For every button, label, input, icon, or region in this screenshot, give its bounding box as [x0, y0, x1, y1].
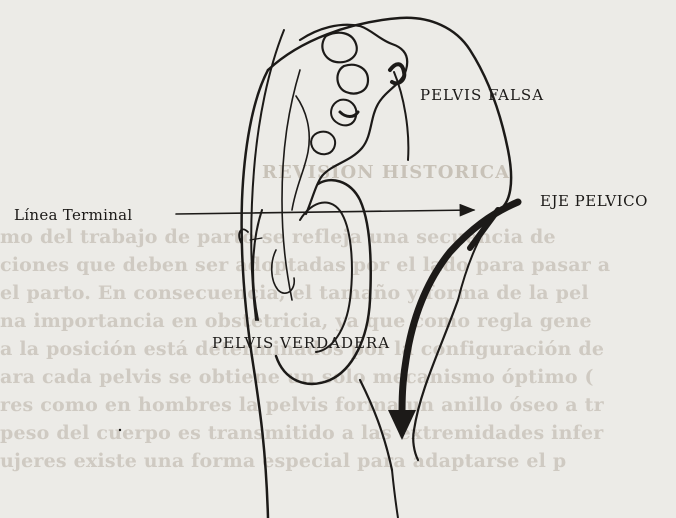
sacrum [300, 25, 407, 214]
eje-pelvico-label: EJE PELVICO [540, 192, 648, 210]
spine-mark [340, 112, 358, 117]
small-loop [239, 229, 248, 244]
inner-coil [272, 250, 295, 293]
bottom-tail [392, 470, 398, 518]
linea-terminal-arrow [176, 210, 474, 214]
pelvic-floor-curve [360, 380, 392, 470]
birth-canal-outer [276, 180, 371, 384]
pelvis-verdadera-label: PELVIS VERDADERA [212, 334, 390, 352]
eje-pelvico-arrow [402, 202, 518, 416]
vertebra-1 [322, 33, 356, 63]
vertebra-2 [337, 65, 368, 94]
inner-posterior-line [251, 30, 284, 320]
bottom-sweep [413, 300, 458, 460]
inner-line-2 [282, 70, 300, 300]
vertebra-3 [331, 100, 356, 126]
speck [119, 429, 121, 431]
sacral-curve [253, 210, 262, 320]
outer-body-contour [268, 18, 511, 212]
vertebra-4 [311, 132, 335, 155]
coccyx-line [292, 96, 309, 210]
eje-pelvico-arrowhead [388, 410, 416, 440]
pelvis-falsa-label: PELVIS FALSA [420, 86, 544, 104]
birth-canal-inner [300, 203, 352, 352]
linea-terminal-label: Línea Terminal [14, 206, 133, 224]
